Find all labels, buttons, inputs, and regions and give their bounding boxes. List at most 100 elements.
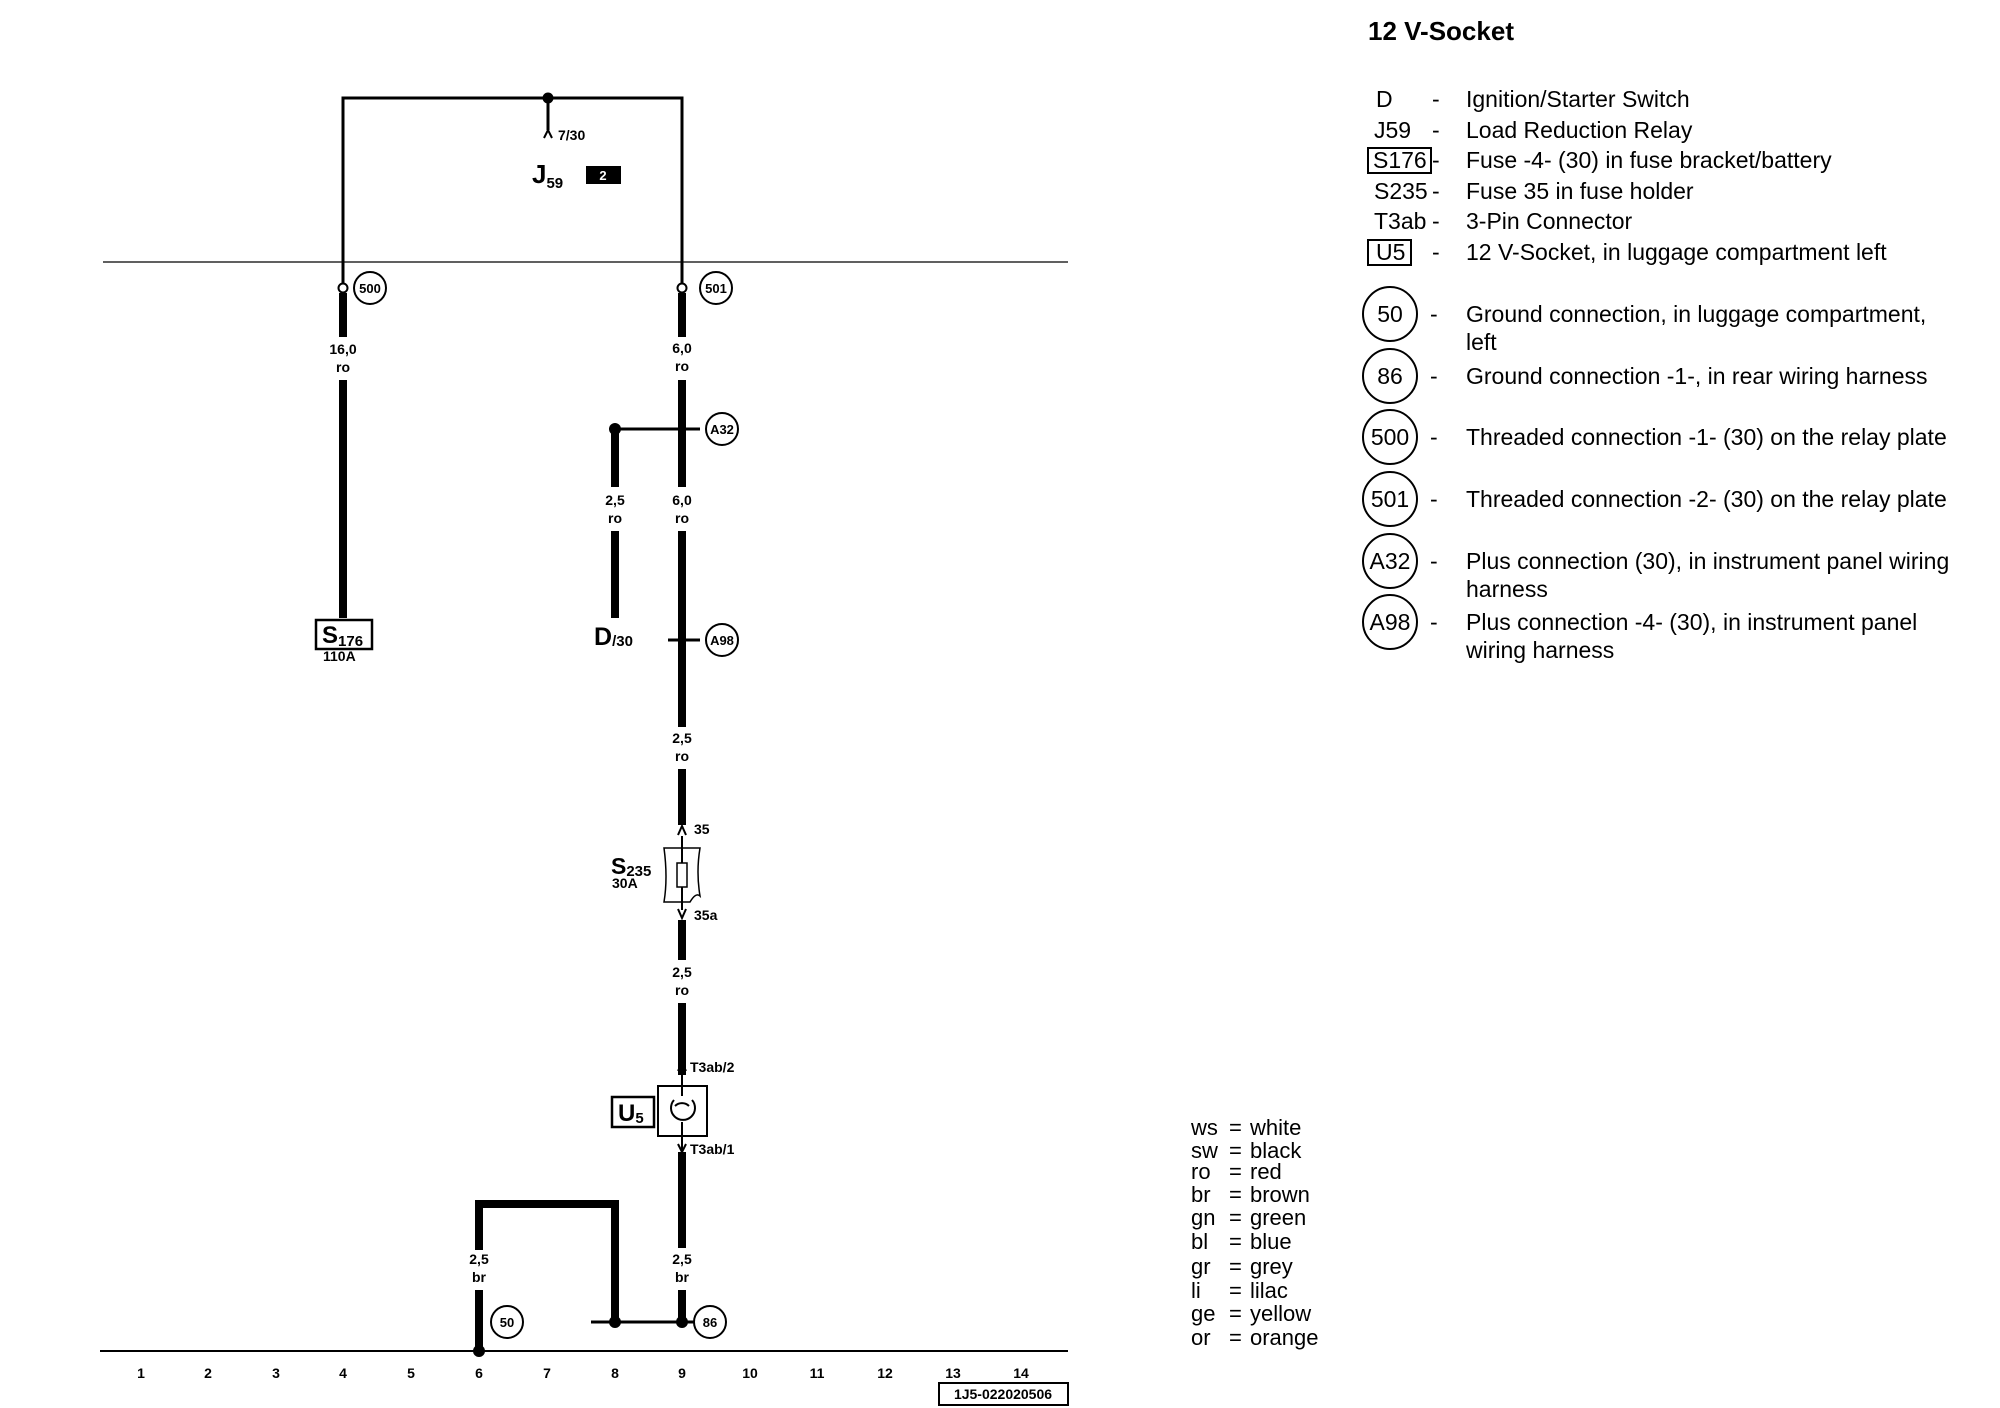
color-abbr: ro xyxy=(1191,1159,1211,1184)
color-name: black xyxy=(1250,1138,1302,1163)
fuse-s235-pin-bottom: 35a xyxy=(694,907,718,923)
legend-code: U5 xyxy=(1376,239,1405,265)
svg-text:=: = xyxy=(1229,1159,1242,1184)
color-name: white xyxy=(1249,1115,1301,1140)
svg-text:=: = xyxy=(1229,1278,1242,1303)
reference-box xyxy=(938,1382,1069,1406)
socket-u5-label: U5 xyxy=(618,1100,644,1127)
track-number: 12 xyxy=(877,1365,893,1381)
terminal-501 xyxy=(676,282,688,294)
color-key: ws=white sw=black ro=red br=brown gn=gre… xyxy=(1190,1115,1319,1350)
fuse-s235-arrow-bottom xyxy=(677,908,687,921)
legend-code: D xyxy=(1376,86,1393,112)
wire-label-color: br xyxy=(675,1269,690,1285)
conn-a98: A98 xyxy=(705,623,739,657)
fuse-s176-box xyxy=(314,618,374,651)
relay-badge xyxy=(586,166,621,184)
socket-u5-pin-top: T3ab/2 xyxy=(690,1059,735,1075)
wire-label-color: ro xyxy=(336,359,350,375)
legend-desc: Fuse 35 in fuse holder xyxy=(1466,178,1694,204)
legend: D - Ignition/Starter Switch J59 - Load R… xyxy=(1362,86,1949,663)
wire-label-size: 2,5 xyxy=(469,1251,489,1267)
svg-text:=: = xyxy=(1229,1325,1242,1350)
wire-label-color: ro xyxy=(675,358,689,374)
color-abbr: or xyxy=(1191,1325,1211,1350)
legend-code: 50 xyxy=(1377,301,1403,327)
wire-label-color: ro xyxy=(675,982,689,998)
color-abbr: bl xyxy=(1191,1229,1208,1254)
legend-code: S235 xyxy=(1374,178,1428,204)
color-abbr: sw xyxy=(1191,1138,1218,1163)
svg-text:=: = xyxy=(1229,1301,1242,1326)
relay-pin-arrow xyxy=(543,127,553,139)
svg-text:501: 501 xyxy=(705,281,727,296)
legend-desc: Load Reduction Relay xyxy=(1466,117,1693,143)
conn-501: 501 xyxy=(699,271,733,305)
legend-code: T3ab xyxy=(1374,208,1426,234)
color-name: blue xyxy=(1250,1229,1292,1254)
legend-dash: - xyxy=(1430,363,1438,389)
wire-label-color: br xyxy=(472,1269,487,1285)
wire-label-color: ro xyxy=(675,748,689,764)
svg-text:A98: A98 xyxy=(710,633,734,648)
fuse-s235-rating: 30A xyxy=(612,875,638,891)
svg-text:=: = xyxy=(1229,1138,1242,1163)
wire-label-size: 6,0 xyxy=(672,492,692,508)
wire-label-size: 2,5 xyxy=(672,1251,692,1267)
track-number: 8 xyxy=(611,1365,619,1381)
fuse-s235-element xyxy=(676,862,688,888)
color-abbr: ge xyxy=(1191,1301,1215,1326)
legend-dash: - xyxy=(1432,178,1440,204)
track-number: 3 xyxy=(272,1365,280,1381)
track-numbers: 1 2 3 4 5 6 7 8 9 10 11 12 13 14 xyxy=(137,1365,1029,1381)
wire-label-size: 6,0 xyxy=(672,340,692,356)
legend-dash: - xyxy=(1432,117,1440,143)
legend-dash: - xyxy=(1432,208,1440,234)
legend-desc: Threaded connection -1- (30) on the rela… xyxy=(1466,424,1947,450)
socket-u5-symbol-top xyxy=(674,1102,690,1107)
legend-dash: - xyxy=(1430,609,1438,635)
switch-d-label: D/30 xyxy=(594,623,633,651)
legend-desc: Threaded connection -2- (30) on the rela… xyxy=(1466,486,1947,512)
color-name: grey xyxy=(1250,1254,1293,1279)
legend-dash: - xyxy=(1430,424,1438,450)
track-number: 11 xyxy=(810,1365,825,1381)
socket-u5-pin-bottom: T3ab/1 xyxy=(690,1141,735,1157)
socket-u5-symbol xyxy=(670,1099,696,1121)
color-abbr: gr xyxy=(1191,1254,1211,1279)
socket-u5-label-box xyxy=(610,1095,656,1129)
track-number: 6 xyxy=(475,1365,483,1381)
legend-desc: Fuse -4- (30) in fuse bracket/battery xyxy=(1466,147,1832,173)
svg-text:=: = xyxy=(1229,1229,1242,1254)
color-abbr: li xyxy=(1191,1278,1201,1303)
legend-code: S176 xyxy=(1373,147,1427,173)
legend-desc: 12 V-Socket, in luggage compartment left xyxy=(1466,239,1887,265)
legend-dash: - xyxy=(1432,147,1440,173)
svg-text:=: = xyxy=(1229,1205,1242,1230)
wire-label-color: ro xyxy=(675,510,689,526)
relay-j59-label: J59 xyxy=(532,159,563,192)
color-name: red xyxy=(1250,1159,1282,1184)
wire-label-size: 2,5 xyxy=(672,964,692,980)
wire-label-size: 2,5 xyxy=(605,492,625,508)
relay-pin-label: 7/30 xyxy=(558,127,585,143)
track-number: 5 xyxy=(407,1365,415,1381)
legend-desc: left xyxy=(1466,329,1497,355)
legend-code: 500 xyxy=(1371,424,1409,450)
relay-badge-number: 2 xyxy=(599,168,606,183)
legend-desc: 3-Pin Connector xyxy=(1466,208,1633,234)
ground-point-6 xyxy=(473,1345,485,1357)
legend-code: 501 xyxy=(1371,486,1409,512)
track-number: 4 xyxy=(339,1365,347,1381)
wire-label-color: ro xyxy=(608,510,622,526)
fuse-s235-label: S235 xyxy=(611,853,651,880)
track-number: 14 xyxy=(1013,1365,1029,1381)
svg-text:=: = xyxy=(1229,1254,1242,1279)
color-abbr: br xyxy=(1191,1182,1211,1207)
fuse-s235-arrow-top xyxy=(677,823,687,836)
conn-86: 86 xyxy=(693,1305,727,1339)
legend-code: A98 xyxy=(1370,609,1411,635)
legend-dash: - xyxy=(1432,239,1440,265)
track-number: 1 xyxy=(137,1365,145,1381)
